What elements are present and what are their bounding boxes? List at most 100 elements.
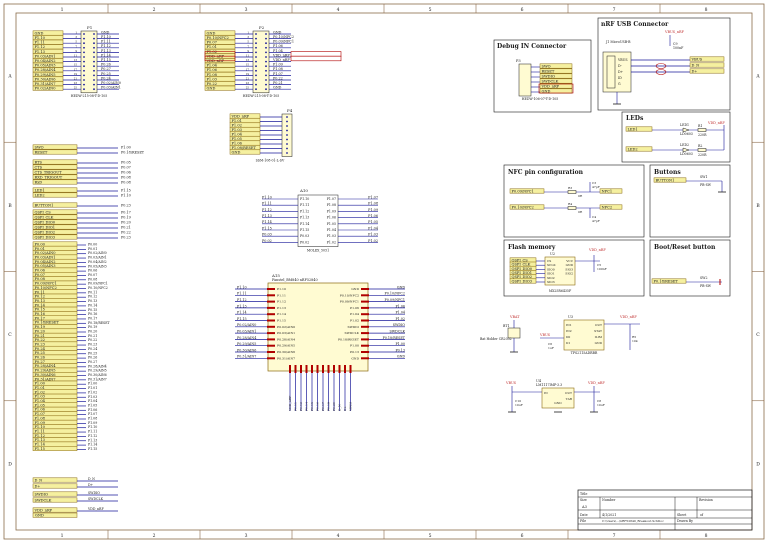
nfc-cap-val: 47pF	[592, 219, 600, 223]
header-right-net: P0.27	[101, 67, 111, 71]
usb-net	[689, 68, 725, 74]
column-net-label-text: P0.00	[35, 242, 46, 246]
mcu-pin-stub	[267, 332, 275, 335]
column-net-target: P0.11	[88, 290, 97, 294]
column-net-label-text: P0.24	[35, 347, 46, 351]
header-right-net: P1.08	[273, 67, 283, 71]
a10-right-net: P1.04	[368, 226, 378, 230]
led-res-val: 220R	[698, 153, 707, 157]
a10-right-net: P1.03	[368, 233, 378, 237]
column-net-target: P0.16	[88, 312, 97, 316]
usb-net	[689, 56, 725, 62]
mcu-right-pin: P1.06	[350, 306, 359, 310]
led-ref: LED1	[680, 123, 689, 127]
a10-pin-left: P0.02	[300, 240, 309, 244]
a10-pin-right: P1.06	[327, 216, 336, 220]
inner-border	[15, 12, 753, 531]
mcu-bottom-net: P0.16	[316, 402, 320, 411]
date-label: Date	[580, 513, 588, 517]
left-net-label-text: QSPI_DIO1	[35, 225, 56, 229]
a10-pin-left: P1.12	[300, 209, 309, 213]
header-pin	[93, 56, 95, 58]
header-pin	[286, 134, 288, 136]
usb-pin-label: G	[618, 82, 621, 86]
header-left-net-text: P1.12	[35, 45, 45, 49]
header-left-net-text: P0.04/AIN2	[35, 59, 56, 63]
mcu-pin-stub	[267, 357, 275, 360]
zone-column-top: 6	[521, 7, 524, 13]
boot-net	[651, 278, 687, 284]
column-net-target: P0.25	[88, 351, 97, 355]
connector-ref: P1	[87, 25, 92, 30]
mcu-pin-stub	[267, 325, 275, 328]
column-net-target: P0.08	[88, 277, 97, 281]
led-part: LD0603	[680, 152, 693, 156]
sheet-label: Sheet	[677, 513, 687, 517]
column-net-target: P0.10/NFC2	[88, 286, 108, 290]
left-net-label-text: QSPI_CS	[35, 210, 52, 214]
header-pin	[93, 42, 95, 45]
left-net-label-text: RXD_TRIGOUT	[35, 175, 63, 179]
column-net-label-text: P0.30/AIN6	[35, 373, 57, 377]
flash-pin-right: SIO3	[565, 267, 573, 271]
header-pin	[286, 152, 288, 154]
mcu-right-net: P0.09/NFC1	[385, 298, 405, 302]
mcu-right-net: P1.06	[395, 304, 405, 308]
flash-part: MX25R6435F	[549, 289, 572, 293]
left-net-label	[32, 169, 78, 175]
header-left-net-text: P0.07	[207, 41, 218, 45]
a10-ref: A10	[299, 188, 308, 193]
mcu-pin-stub	[267, 294, 275, 297]
nfc-res-val: 0R	[578, 194, 583, 198]
header-left-net-text: P0.05/AIN3	[35, 64, 57, 68]
mcu-right-pin: P1.04	[350, 312, 359, 316]
header-pin	[255, 60, 257, 63]
header-right-net: VDD_nRF	[272, 58, 290, 62]
mcu-pin-stub	[333, 365, 335, 373]
mcu-pin-stub	[300, 365, 302, 373]
u3-pin-left: IN1	[566, 323, 572, 327]
nfc-right-net	[599, 188, 623, 194]
left-net-label	[32, 214, 78, 220]
header-pin	[83, 88, 85, 91]
mcu-pin-stub	[267, 319, 275, 322]
pin-number: 5	[75, 40, 77, 44]
title-label: Title	[580, 492, 587, 496]
pin-number: 3	[247, 35, 249, 39]
column-net-label-text: P1.06	[35, 408, 46, 412]
header-pin	[255, 79, 257, 81]
button-ref: SW1	[700, 175, 708, 179]
bottom-net-label-text: D+	[35, 484, 41, 488]
mcu-right-pin: SWDIO	[347, 325, 359, 329]
pin-number: 17	[246, 67, 250, 71]
column-net-target: P0.05/AIN3	[88, 264, 107, 268]
column-net-target: P0.07	[88, 273, 97, 277]
zone-row-right: D	[756, 461, 760, 467]
header-left-net-text: P0.02/AIN0	[35, 87, 57, 91]
column-net-target: P0.17	[88, 316, 97, 320]
led-net	[625, 126, 653, 132]
mcu-right-pin: P1.02	[350, 319, 359, 323]
header-left-net-text: GND	[207, 31, 216, 35]
column-net-label-text: P1.04	[35, 399, 46, 403]
header-pin	[93, 88, 95, 91]
buttons-title: Buttons	[654, 169, 681, 176]
zone-row-left: B	[8, 203, 12, 209]
mcu-pin-stub	[361, 313, 369, 316]
mcu-left-net: P0.30/AIN6	[237, 348, 256, 352]
header-pin	[255, 46, 257, 49]
a10-left-net: P0.02	[262, 239, 272, 243]
header-pin	[83, 74, 85, 77]
left-net-label-text: QSPI_DIO2	[35, 230, 56, 234]
column-net-target: P1.12	[88, 434, 97, 438]
column-net-label-text: P0.29/AIN5	[35, 369, 57, 373]
debug-frame	[493, 39, 592, 113]
u3-vbus: VBUS	[539, 333, 551, 337]
column-net-label-text: P1.05	[35, 403, 46, 407]
column-net-target: P1.02	[88, 390, 97, 394]
a10-left-net: P1.11	[262, 202, 272, 206]
u3-pin-left: D0	[566, 335, 570, 339]
left-net-label	[32, 159, 78, 165]
